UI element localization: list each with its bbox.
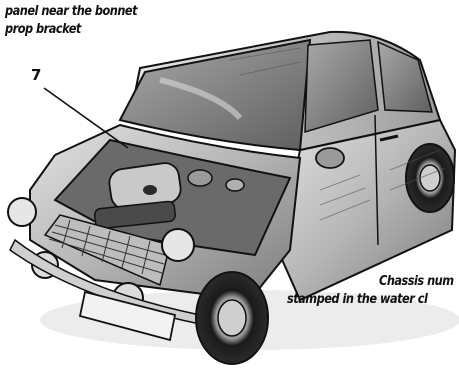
callout-leader (44, 88, 128, 148)
wing-mirror (316, 148, 344, 168)
headlight-right (162, 229, 194, 261)
top-caption-line-1: panel near the bonnet (5, 2, 137, 20)
radiator-cap (188, 170, 212, 186)
headlight-left (8, 198, 36, 226)
bottom-caption-line-2: stamped in the water cl (287, 290, 427, 308)
bottom-caption-line-1: Chassis num (379, 272, 454, 290)
callout-number: 7 (31, 66, 41, 84)
top-caption-line-2: prop bracket (5, 20, 81, 38)
